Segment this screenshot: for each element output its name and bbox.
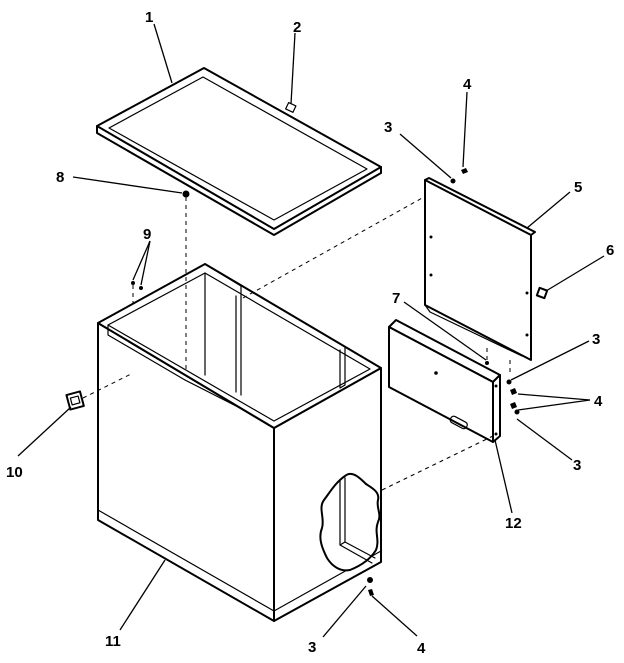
lid-bumper-part-2 [285,101,297,113]
callout-12: 12 [505,515,522,532]
callout-3-top: 3 [384,119,392,136]
leader-lines [17,23,605,638]
grommet-part-6 [535,286,549,300]
callout-8: 8 [56,169,64,186]
callout-5: 5 [574,179,582,196]
cabinet-cutaway [319,472,381,572]
callout-3-right-upper: 3 [592,331,600,348]
callout-3-bottom: 3 [308,639,316,656]
callout-10: 10 [6,464,23,481]
callout-labels: 1 2 3 4 5 6 7 3 4 3 8 9 10 12 11 3 4 [6,9,614,657]
assembly-lines [82,196,511,491]
switch-part-10 [65,390,85,411]
callout-4-bottom: 4 [417,640,426,657]
callout-7: 7 [392,290,400,307]
callout-1: 1 [145,9,153,26]
callout-4-top: 4 [463,76,472,93]
control-box-part-12 [388,319,501,443]
callout-9: 9 [143,226,151,243]
callout-4-right: 4 [594,393,603,410]
lid-part-1 [96,67,382,236]
callout-3-right-lower: 3 [573,457,581,474]
callout-6: 6 [606,242,614,259]
screw-part-8 [182,190,190,198]
callout-11: 11 [105,633,121,650]
rear-panel-part-5 [424,177,536,361]
callout-2: 2 [293,19,301,36]
fasteners [131,168,520,596]
